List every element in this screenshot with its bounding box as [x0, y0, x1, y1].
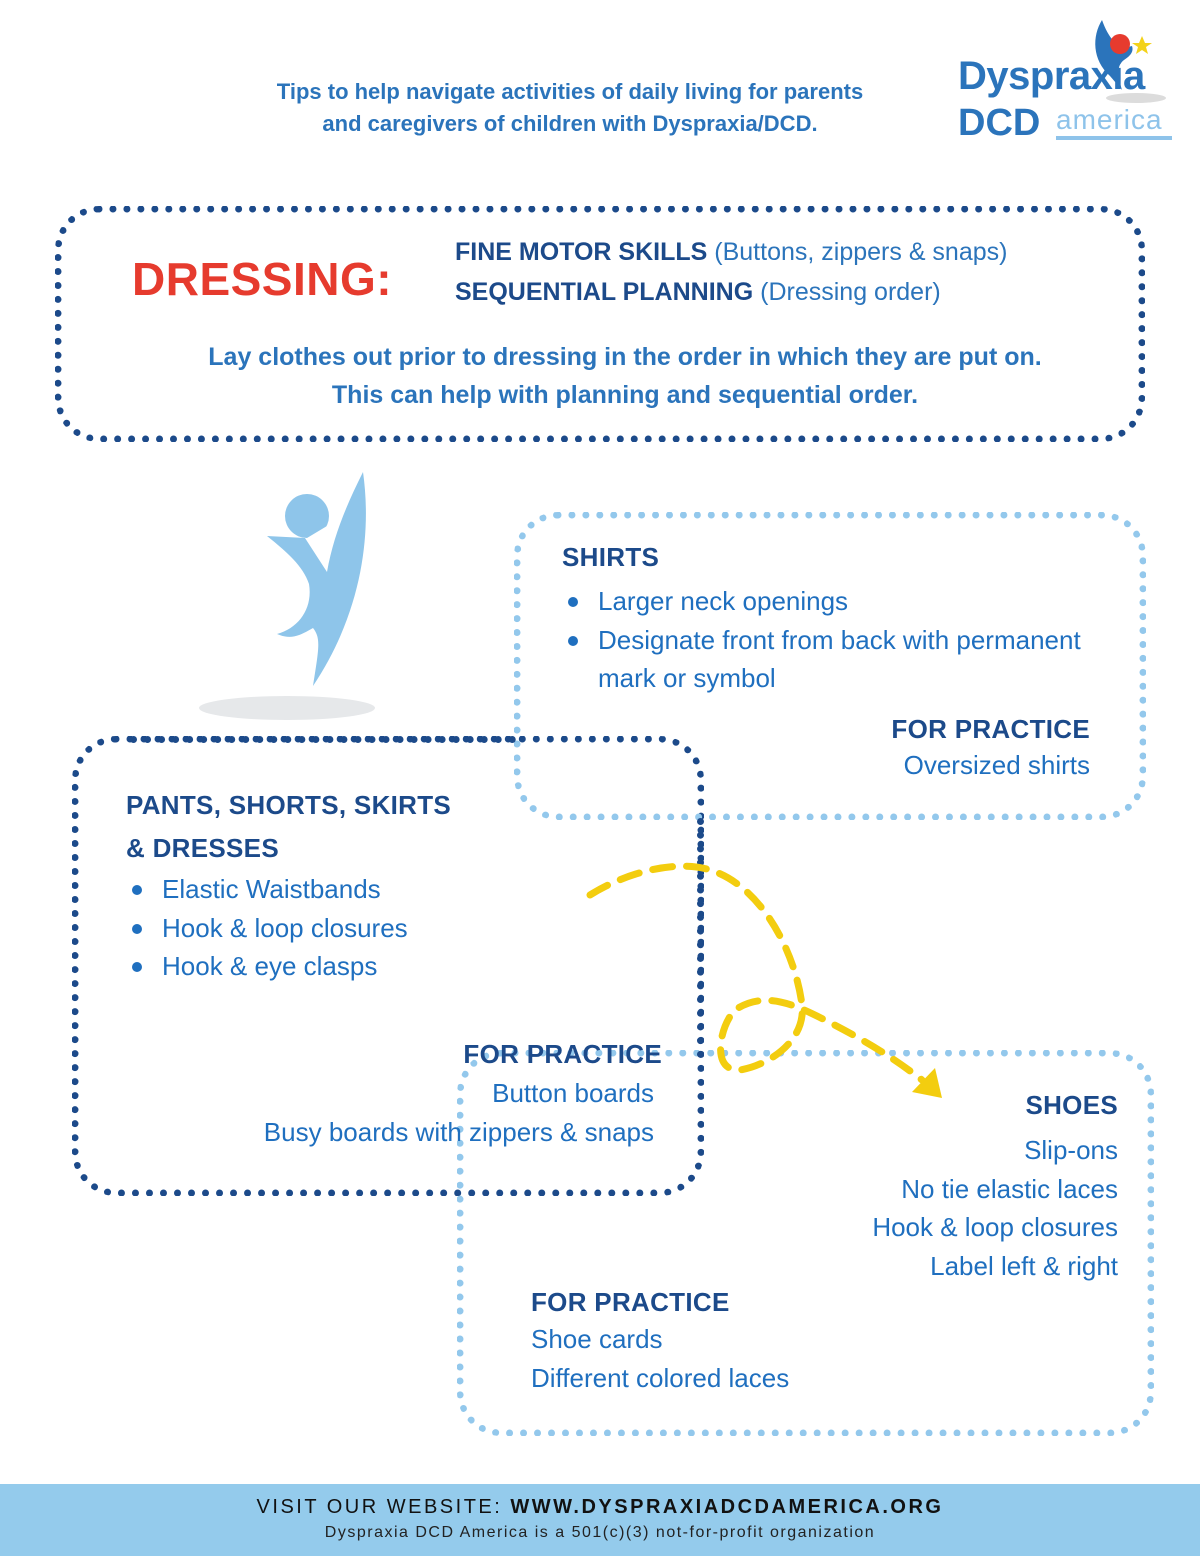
list-item: Shoe cards [531, 1324, 663, 1354]
skill-detail: (Dressing order) [760, 278, 941, 306]
pants-practice-title: FOR PRACTICE [463, 1039, 662, 1069]
shirts-title: SHIRTS [562, 542, 660, 572]
visit-label: VISIT OUR WEBSITE: [256, 1496, 503, 1518]
shoes-practice-title: FOR PRACTICE [531, 1287, 730, 1317]
website-link[interactable]: WWW.DYSPRAXIADCDAMERICA.ORG [510, 1496, 944, 1518]
shoes-card-border [457, 1050, 1154, 1436]
pants-title: PANTS, SHORTS, SKIRTS & DRESSES [126, 784, 451, 870]
list-item: Busy boards with zippers & snaps [263, 1117, 654, 1147]
pants-title-line-1: PANTS, SHORTS, SKIRTS [126, 790, 452, 820]
list-item: Designate front from back with permanent… [564, 621, 1104, 698]
footer-website-line: VISIT OUR WEBSITE: WWW.DYSPRAXIADCDAMERI… [0, 1496, 1200, 1519]
skill-sequential-planning: SEQUENTIAL PLANNING (Dressing order) [455, 278, 941, 307]
list-item: No tie elastic laces [901, 1173, 1118, 1204]
tagline-line-2: and caregivers of children with Dyspraxi… [322, 111, 818, 136]
list-item: Label left & right [930, 1250, 1118, 1281]
logo-wordmark-america: america [1056, 104, 1163, 135]
list-item: Elastic Waistbands [128, 870, 628, 909]
jumping-child-logo-icon [1095, 20, 1166, 103]
shoes-items: Slip-ons No tie elastic laces Hook & loo… [872, 1131, 1118, 1285]
list-item: Button boards [492, 1078, 654, 1108]
pants-card-right-edge [697, 818, 704, 1058]
nonprofit-note: Dyspraxia DCD America is a 501(c)(3) not… [324, 1524, 876, 1541]
shirts-practice-item: Oversized shirts [903, 750, 1090, 780]
dressing-intro-box [55, 206, 1145, 442]
list-item: Different colored laces [531, 1362, 790, 1393]
dashed-loop-arrow-icon [586, 862, 942, 1098]
tagline-line-1: Tips to help navigate activities of dail… [276, 79, 864, 104]
list-item: Hook & loop closures [128, 909, 628, 948]
advice-line-2: This can help with planning and sequenti… [331, 381, 919, 409]
pants-practice-items: Button boards Busy boards with zippers &… [264, 1074, 654, 1152]
dyspraxia-dcd-america-logo: Dyspraxia DCD america [952, 16, 1182, 146]
pants-bullets: Elastic Waistbands Hook & loop closures … [128, 870, 628, 986]
shoes-practice-items: Shoe cards Different colored laces [531, 1320, 789, 1397]
list-item: Hook & eye clasps [128, 947, 628, 986]
shirts-card-border [514, 512, 1146, 820]
shirts-bullets: Larger neck openings Designate front fro… [564, 582, 1104, 698]
logo-wordmark-dyspraxia: Dyspraxia [958, 54, 1145, 98]
list-item: Slip-ons [1024, 1135, 1118, 1165]
footer: VISIT OUR WEBSITE: WWW.DYSPRAXIADCDAMERI… [0, 1484, 1200, 1556]
skill-label: SEQUENTIAL PLANNING [455, 278, 754, 306]
shirts-practice-title: FOR PRACTICE [891, 714, 1090, 744]
list-item: Larger neck openings [564, 582, 1104, 621]
jumping-child-illustration-icon [199, 472, 375, 720]
skill-detail: (Buttons, zippers & snaps) [714, 238, 1008, 266]
list-item: Hook & loop closures [872, 1212, 1118, 1242]
skill-label: FINE MOTOR SKILLS [455, 238, 708, 266]
section-title: DRESSING: [132, 253, 393, 305]
dressing-advice: Lay clothes out prior to dressing in the… [100, 338, 1150, 414]
logo-underline [1056, 136, 1172, 140]
pants-title-line-2: & DRESSES [126, 833, 279, 863]
skill-fine-motor: FINE MOTOR SKILLS (Buttons, zippers & sn… [455, 238, 1007, 267]
logo-wordmark-dcd: DCD [958, 102, 1041, 144]
shoes-title: SHOES [1025, 1090, 1118, 1120]
advice-line-1: Lay clothes out prior to dressing in the… [208, 343, 1042, 371]
tagline: Tips to help navigate activities of dail… [200, 76, 940, 140]
pants-card-top-edge [130, 736, 516, 743]
